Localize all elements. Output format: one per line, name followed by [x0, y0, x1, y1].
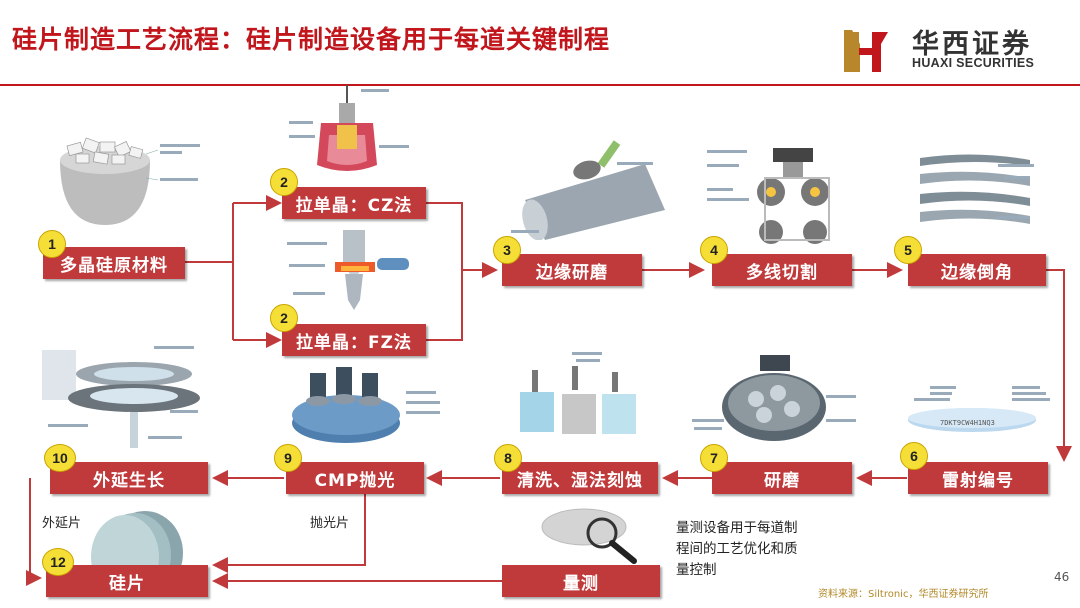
cz-puller-illustration [289, 85, 409, 171]
step-cleaning-wet-etching: 清洗、湿法刻蚀 [502, 462, 658, 494]
step-number-badge: 9 [274, 444, 302, 472]
step-cmp-polishing: CMP抛光 [286, 462, 424, 494]
lapping-machine-illustration [692, 355, 856, 441]
polished-wafer-label: 抛光片 [310, 516, 350, 531]
fz-puller-illustration [287, 230, 409, 310]
edge-bevel-illustration [920, 154, 1034, 224]
step-number-badge: 8 [494, 444, 522, 472]
step-number-badge: 4 [700, 236, 728, 264]
step-number-badge: 2 [270, 168, 298, 196]
step-edge-beveling: 边缘倒角 [908, 254, 1046, 286]
page-title: 硅片制造工艺流程：硅片制造设备用于每道关键制程 [12, 25, 611, 54]
epitaxy-reactor-illustration [42, 346, 200, 448]
cleaning-station-illustration [520, 352, 636, 434]
metrology-description: 量测设备用于每道制程间的工艺优化和质量控制 [676, 520, 798, 578]
step-laser-marking: 雷射编号 [908, 462, 1048, 494]
step-number-badge: 12 [42, 548, 74, 576]
wafers-illustration [91, 511, 183, 565]
step-lapping: 研磨 [712, 462, 852, 494]
step-metrology: 量测 [502, 565, 660, 597]
header-divider [0, 84, 1080, 86]
edge-grinding-illustration [511, 140, 665, 240]
polysilicon-crucible-illustration [60, 137, 200, 225]
step-polysilicon: 多晶硅原材料 [43, 247, 185, 279]
step-wafer-final: 硅片 [46, 565, 208, 597]
step-number-badge: 10 [44, 444, 76, 472]
step-number-badge: 2 [270, 304, 298, 332]
step-number-badge: 1 [38, 230, 66, 258]
brand-logo [844, 30, 888, 72]
brand-name-en: HUAXI SECURITIES [912, 56, 1035, 70]
step-number-badge: 6 [900, 442, 928, 470]
svg-text:7DKT9CW4H1NQ3: 7DKT9CW4H1NQ3 [940, 419, 995, 427]
epi-wafer-label: 外延片 [42, 516, 82, 531]
laser-mark-wafer-illustration: 7DKT9CW4H1NQ3 [908, 386, 1050, 432]
step-multi-wire-sawing: 多线切割 [712, 254, 852, 286]
step-fz-crystal-pulling: 拉单晶：FZ法 [282, 324, 426, 356]
step-number-badge: 3 [493, 236, 521, 264]
multi-wire-saw-illustration [707, 148, 830, 244]
brand-name-cn: 华西证券 [912, 29, 1032, 60]
step-edge-grinding: 边缘研磨 [502, 254, 642, 286]
page-number: 46 [1054, 570, 1070, 584]
step-epitaxial-growth: 外延生长 [50, 462, 208, 494]
cmp-polisher-illustration [292, 367, 440, 443]
source-note: 资料来源：Siltronic，华西证券研究所 [818, 589, 989, 600]
step-number-badge: 5 [894, 236, 922, 264]
step-cz-crystal-pulling: 拉单晶：CZ法 [282, 187, 426, 219]
step-number-badge: 7 [700, 444, 728, 472]
metrology-magnifier-illustration [541, 508, 637, 564]
